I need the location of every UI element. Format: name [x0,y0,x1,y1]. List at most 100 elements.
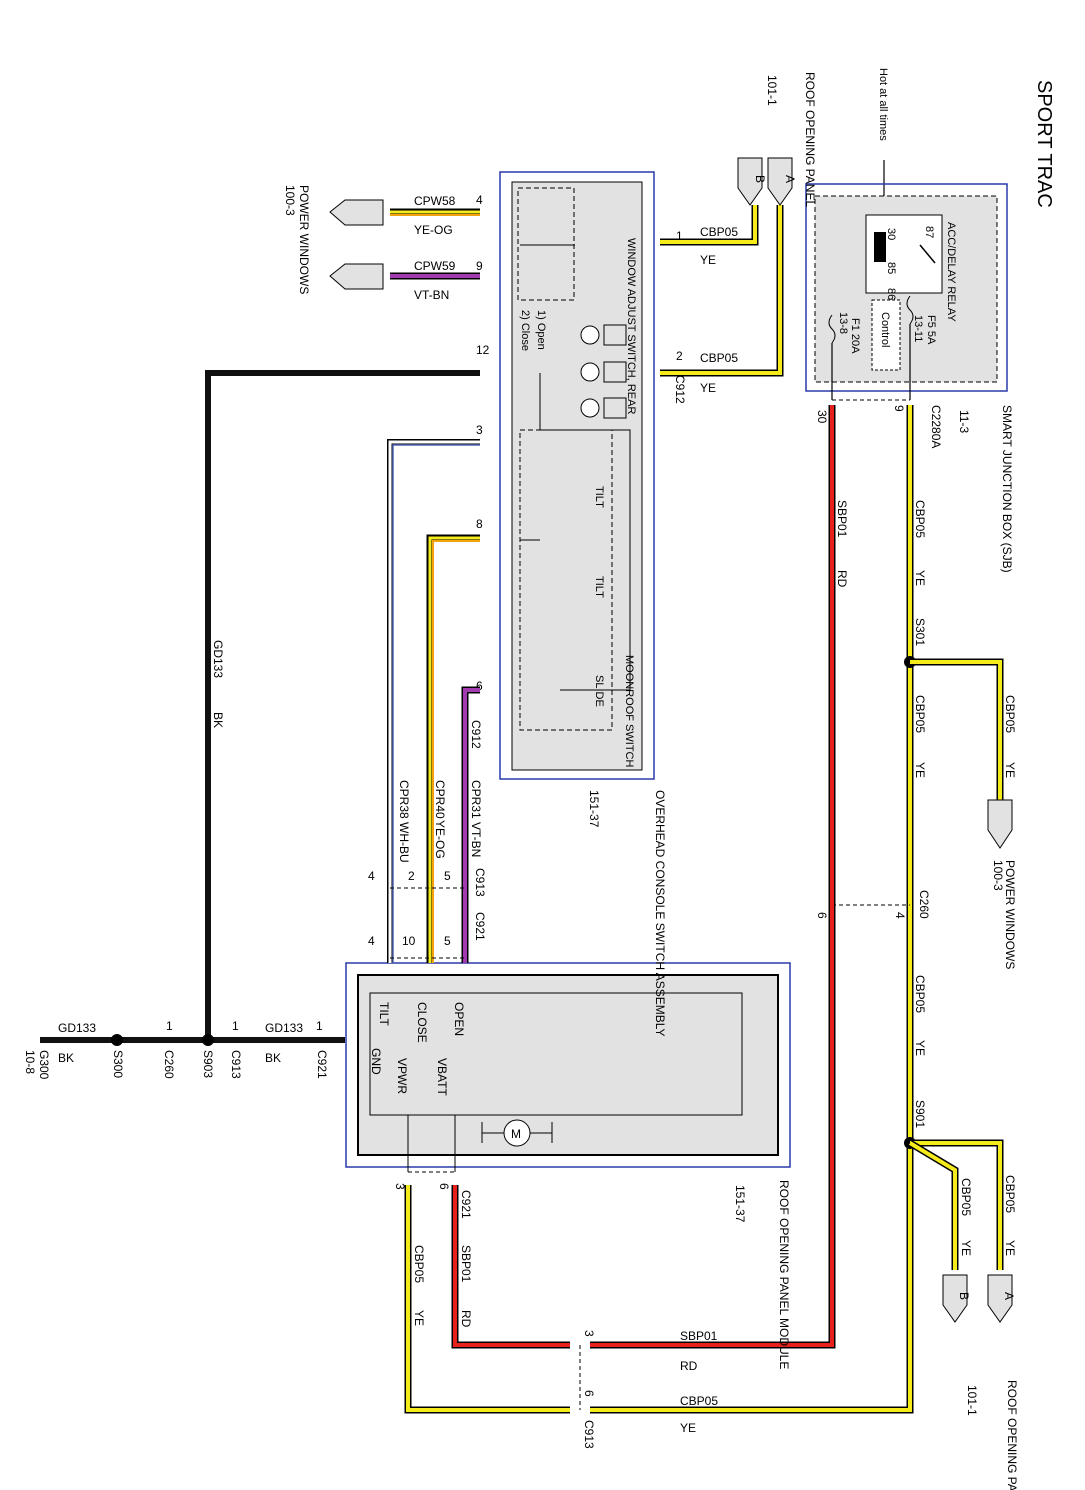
roof-panel-page-top: 101-1 [765,75,779,106]
roof-branch-b-wire [908,1141,957,1270]
c913-bottom-pin-3: 3 [582,1330,596,1337]
terminal-open: OPEN [452,1002,466,1036]
cpr38-color: WH-BU [397,822,411,863]
tilt-label-2: TILT [593,576,605,598]
c260-gnd-pin: 1 [166,1019,173,1033]
c921-bottom-label: C921 [459,1190,473,1219]
ye-feed-color-2: YE [913,762,927,778]
c913-top-label: C913 [473,868,487,897]
lamp-led-3 [603,397,627,419]
fuse-f5-label: F5 5A [925,315,937,345]
gd133-main-label: GD133 [211,640,225,678]
c913-pin-4: 4 [368,869,375,883]
module-name: ROOF OPENING PANEL MODULE [777,1180,791,1369]
roof-panel-page-bottom: 101-1 [965,1385,979,1416]
c260-pin-4: 4 [893,912,907,919]
slide-label: SLIDE [593,675,605,707]
module-page: 151-37 [733,1185,747,1223]
page-title: SPORT TRAC [1033,80,1055,208]
c921-bottom-pin-6: 6 [437,1183,451,1190]
c913-gnd-pin: 1 [232,1019,239,1033]
fuse-f5-icon [906,295,914,325]
legend-open: 1) Open [535,310,547,350]
console-pin-6: 6 [476,679,483,693]
cbp05-a-wire [660,205,757,244]
pw-name-right: POWER WINDOWS [1003,860,1017,969]
console-page: 151-37 [587,790,601,828]
cbp05-b-label: CBP05 [700,351,738,365]
control-box [871,299,901,371]
cpr38-wire-bu [392,444,480,963]
rd-feed-label: SBP01 [835,500,849,538]
cpw59-color: VT-BN [414,288,449,302]
cpr31-color: VT-BN [469,822,483,857]
module-ye-wire [406,1185,570,1412]
c921-bottom-pin-3: 3 [393,1183,407,1190]
console-pin-2: 2 [676,349,683,363]
window-switch-label: WINDOW ADJUST SWITCH, REAR [625,238,637,414]
c912-left-label: C912 [469,720,483,749]
moonroof-switch-label: MOONROOF SWITCH [623,655,635,767]
c260-label: C260 [917,890,931,919]
gd133-main-wire [205,370,480,1040]
c913-pin-2: 2 [408,869,415,883]
c921-pin-4: 4 [368,934,375,948]
control-label: Control [879,312,891,347]
c913-bottom-pin-6: 6 [582,1390,596,1397]
pw-left-connector-2 [329,263,384,290]
console-pin-4: 4 [476,193,483,207]
pw-left-connector-1 [329,199,384,226]
pw-name-left: POWER WINDOWS [297,185,311,294]
cpr40-label: CPR40 [433,780,447,819]
relay-pin-30: 30 [885,228,897,240]
pw-branch-color: YE [1003,762,1017,778]
lamp-icon-1 [580,325,600,345]
window-switch-box [517,187,575,301]
roof-pin-b-top-icon [737,157,763,206]
module-frame [345,962,791,1168]
cpw58-color: YE-OG [414,223,453,237]
c913-bottom-label: C913 [582,1420,596,1449]
lamp-icon-2 [580,362,600,382]
c921-pin-10: 10 [402,934,416,948]
moonroof-switch-box [519,429,613,731]
cpr40-color: YE-OG [433,820,447,859]
sjb-name: SMART JUNCTION BOX (SJB) [1000,405,1014,573]
cpr31-label: CPR31 [469,780,483,819]
c260-pin-6: 6 [815,912,829,919]
ye-bottom-color: YE [680,1421,696,1435]
gd133-main-color: BK [211,712,225,728]
relay-name: ACC/DELAY RELAY [945,222,957,322]
cpr38-label: CPR38 [397,780,411,819]
fuse-f1-page: 13-8 [837,312,849,334]
splice-s300 [111,1034,123,1046]
cpr40-wire-og [432,540,480,963]
relay-pin-86: 86 [885,288,897,300]
cpw59-label: CPW59 [414,259,456,273]
splice-s903 [202,1034,214,1046]
terminal-vpwr: VPWR [395,1058,409,1094]
gnd-c913-label: C913 [229,1050,243,1079]
module-ye-color: YE [412,1310,426,1326]
module-inner [369,992,743,1116]
relay-pin-85: 85 [885,262,897,274]
module-rd-wire [453,1185,570,1347]
module-rd-label: SBP01 [459,1245,473,1283]
relay-coil-icon [874,232,886,262]
roof-pin-a-icon [987,1274,1013,1323]
fuse-f1-icon [828,314,836,344]
module-rd-color: RD [459,1310,473,1328]
gnd-s903-label: S903 [201,1050,215,1078]
c921-gnd-pin: 1 [316,1019,323,1033]
g300-label: G300 [37,1050,51,1080]
console-pin-1: 1 [676,229,683,243]
ye-feed-wire [590,405,912,1412]
sjb-frame [805,183,1008,392]
pw-connector-icon [987,799,1013,849]
rd-feed-color: RD [835,570,849,588]
motor-label: M [511,1127,521,1141]
cbp05-a-color: YE [700,253,716,267]
pw-page-right: 100-3 [991,860,1005,891]
roof-panel-name-top: ROOF OPENING PANEL [803,72,817,207]
